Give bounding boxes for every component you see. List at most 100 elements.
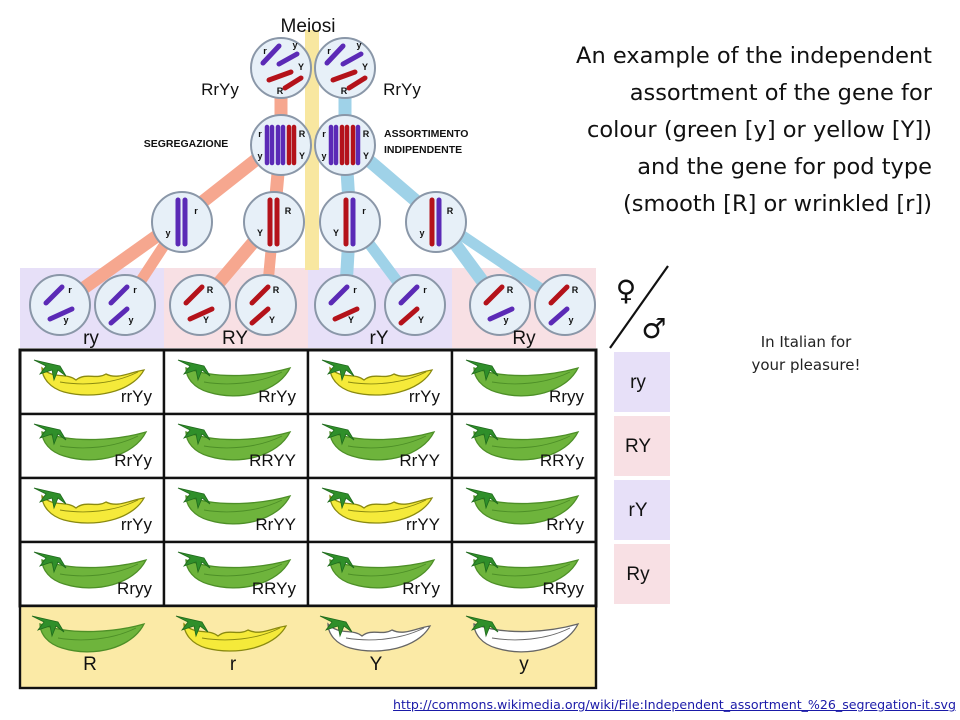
pod-calyx — [33, 487, 67, 510]
pea-pod — [31, 615, 146, 653]
female-symbol-icon: ♀ — [616, 274, 637, 307]
pea-pod — [319, 615, 432, 652]
pod-seam — [347, 435, 427, 449]
allele-label: r — [353, 285, 357, 295]
gamete-row-bg — [614, 544, 670, 604]
punnett-genotype: RrYY — [255, 515, 296, 534]
gamete-row-label: RY — [625, 436, 651, 457]
allele-label: r — [194, 206, 198, 216]
pod-calyx — [33, 551, 67, 574]
chromosome — [266, 69, 294, 83]
chromosome — [398, 306, 420, 326]
allele-label: r — [258, 129, 262, 139]
pod-seam — [203, 435, 283, 449]
pod-body — [473, 558, 580, 589]
punnett-genotype: Rryy — [549, 387, 584, 406]
punnett-genotype: RrYy — [258, 387, 296, 406]
legend-label: r — [230, 654, 237, 675]
gamete-cell: rY — [314, 274, 376, 336]
allele-label: Y — [333, 228, 339, 238]
pea-pod — [465, 551, 580, 589]
allele-label: Y — [299, 151, 305, 161]
slide-caption: An example of the independent assortment… — [480, 38, 932, 223]
allele-label: r — [322, 129, 326, 139]
allele-label: y — [321, 151, 326, 161]
chromosome — [260, 43, 282, 66]
pod-calyx — [177, 423, 211, 446]
pod-seam — [59, 435, 139, 449]
corner-divider — [609, 265, 669, 349]
punnett-genotype: RRYy — [540, 451, 585, 470]
allele-label: R — [273, 285, 280, 295]
gamete-column-label: ry — [83, 328, 99, 349]
chromosome — [548, 306, 570, 326]
source-link[interactable]: http://commons.wikimedia.org/wiki/File:I… — [393, 697, 956, 712]
pod-seam — [491, 563, 571, 577]
caption-line: An example of the independent — [576, 43, 932, 69]
caption-line: and the gene for pod type — [637, 154, 932, 180]
punnett-genotype: rrYY — [406, 515, 440, 534]
cell-membrane — [235, 274, 297, 336]
allele-label: R — [363, 129, 370, 139]
pod-calyx — [465, 615, 499, 638]
punnett-genotype: RRYy — [252, 579, 297, 598]
pod-seam — [203, 371, 283, 385]
pod-body — [185, 494, 292, 525]
allele-label: y — [356, 40, 361, 50]
allele-label: R — [572, 285, 579, 295]
pea-pod — [465, 487, 580, 525]
chromosome — [332, 306, 360, 322]
chromosome — [249, 306, 271, 326]
allele-label: y — [503, 315, 508, 325]
allele-label: Y — [362, 62, 368, 72]
allele-label: y — [419, 228, 424, 238]
cell-membrane — [169, 274, 231, 336]
pod-seam — [345, 627, 425, 641]
pea-pod — [465, 423, 580, 461]
pod-seam — [59, 563, 139, 577]
gamete-row-label: Ry — [626, 564, 650, 585]
pod-body — [41, 430, 148, 461]
gamete-row-bg — [614, 416, 670, 476]
pod-seam — [59, 371, 139, 385]
pod-calyx — [177, 359, 211, 382]
gamete-cell: ry — [94, 274, 156, 336]
cell-membrane — [405, 191, 467, 253]
segregation-band — [53, 61, 288, 312]
punnett-genotype: RRYY — [249, 451, 296, 470]
allele-label: R — [341, 86, 348, 96]
division-cell: rY — [319, 191, 381, 253]
pod-seam — [491, 371, 571, 385]
gamete-cell: RY — [235, 274, 297, 336]
pea-pod — [321, 359, 434, 396]
chromosome — [398, 284, 420, 306]
chromosome — [340, 51, 364, 67]
pod-body — [473, 430, 580, 461]
pea-pod — [33, 551, 148, 589]
punnett-genotype: rrYy — [409, 387, 441, 406]
chromosome — [324, 43, 346, 66]
gamete-cell: RY — [169, 274, 231, 336]
pod-calyx — [465, 551, 499, 574]
pod-calyx — [319, 615, 353, 638]
allele-label: R — [277, 86, 284, 96]
allele-label: Y — [418, 315, 424, 325]
gamete-row-label: ry — [630, 372, 646, 393]
allele-label: r — [423, 285, 427, 295]
allele-label: R — [447, 206, 454, 216]
chromosome — [47, 306, 75, 322]
pod-body — [329, 366, 434, 396]
cell-membrane — [319, 191, 381, 253]
division-cell: Ry — [405, 191, 467, 253]
allele-label: Y — [203, 315, 209, 325]
chromosome — [548, 284, 570, 306]
caption-line: (smooth [R] or wrinkled [r]) — [622, 191, 932, 217]
caption-line: colour (green [y] or yellow [Y]) — [587, 117, 932, 143]
italian-note: In Italian for your pleasure! — [706, 331, 906, 377]
allele-label: y — [128, 315, 133, 325]
cell-membrane — [94, 274, 156, 336]
pea-pod — [321, 423, 436, 461]
